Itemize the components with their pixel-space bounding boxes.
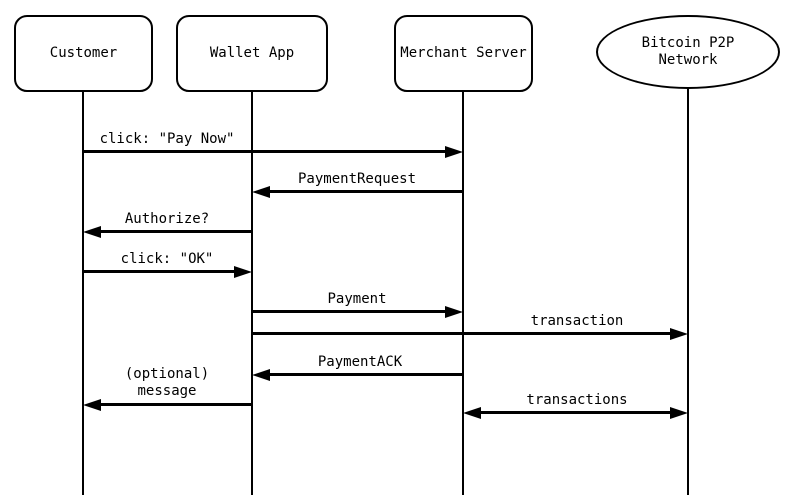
- arrowhead-left: [252, 186, 270, 198]
- message-label-authorize: Authorize?: [124, 211, 210, 227]
- lifeline-bitcoin-p2p-network: [687, 89, 689, 495]
- arrowhead-right: [670, 407, 688, 419]
- participant-customer: Customer: [14, 15, 153, 92]
- message-line-payment-request: [269, 190, 463, 193]
- message-label-click-ok: click: "OK": [120, 251, 214, 267]
- message-label-payment: Payment: [327, 291, 387, 307]
- message-line-transaction: [252, 332, 671, 335]
- message-label-payment-ack: PaymentACK: [317, 354, 403, 370]
- participant-merchant-server-label: Merchant Server: [400, 45, 527, 61]
- arrowhead-left: [83, 399, 101, 411]
- message-label-optional-message: (optional) message: [124, 366, 210, 399]
- message-line-transactions: [480, 411, 671, 414]
- lifeline-wallet-app: [251, 92, 253, 495]
- message-label-click-pay-now: click: "Pay Now": [99, 131, 235, 147]
- message-label-payment-request: PaymentRequest: [297, 171, 417, 187]
- lifeline-customer: [82, 92, 84, 495]
- participant-merchant-server: Merchant Server: [394, 15, 533, 92]
- participant-bitcoin-p2p-network-label: Bitcoin P2P Network: [641, 35, 735, 68]
- participant-wallet-app-label: Wallet App: [209, 45, 295, 61]
- arrowhead-right: [670, 328, 688, 340]
- arrowhead-right: [445, 306, 463, 318]
- message-line-payment: [252, 310, 446, 313]
- participant-customer-label: Customer: [49, 45, 118, 61]
- participant-bitcoin-p2p-network: Bitcoin P2P Network: [596, 15, 780, 89]
- message-line-optional-message: [100, 403, 252, 406]
- lifeline-merchant-server: [462, 92, 464, 495]
- message-label-transaction: transaction: [530, 313, 624, 329]
- message-line-payment-ack: [269, 373, 463, 376]
- message-line-authorize: [100, 230, 252, 233]
- message-line-click-pay-now: [83, 150, 446, 153]
- arrowhead-left: [83, 226, 101, 238]
- participant-wallet-app: Wallet App: [176, 15, 328, 92]
- message-label-transactions: transactions: [526, 392, 628, 408]
- message-line-click-ok: [83, 270, 235, 273]
- arrowhead-right: [234, 266, 252, 278]
- arrowhead-left: [463, 407, 481, 419]
- arrowhead-left: [252, 369, 270, 381]
- arrowhead-right: [445, 146, 463, 158]
